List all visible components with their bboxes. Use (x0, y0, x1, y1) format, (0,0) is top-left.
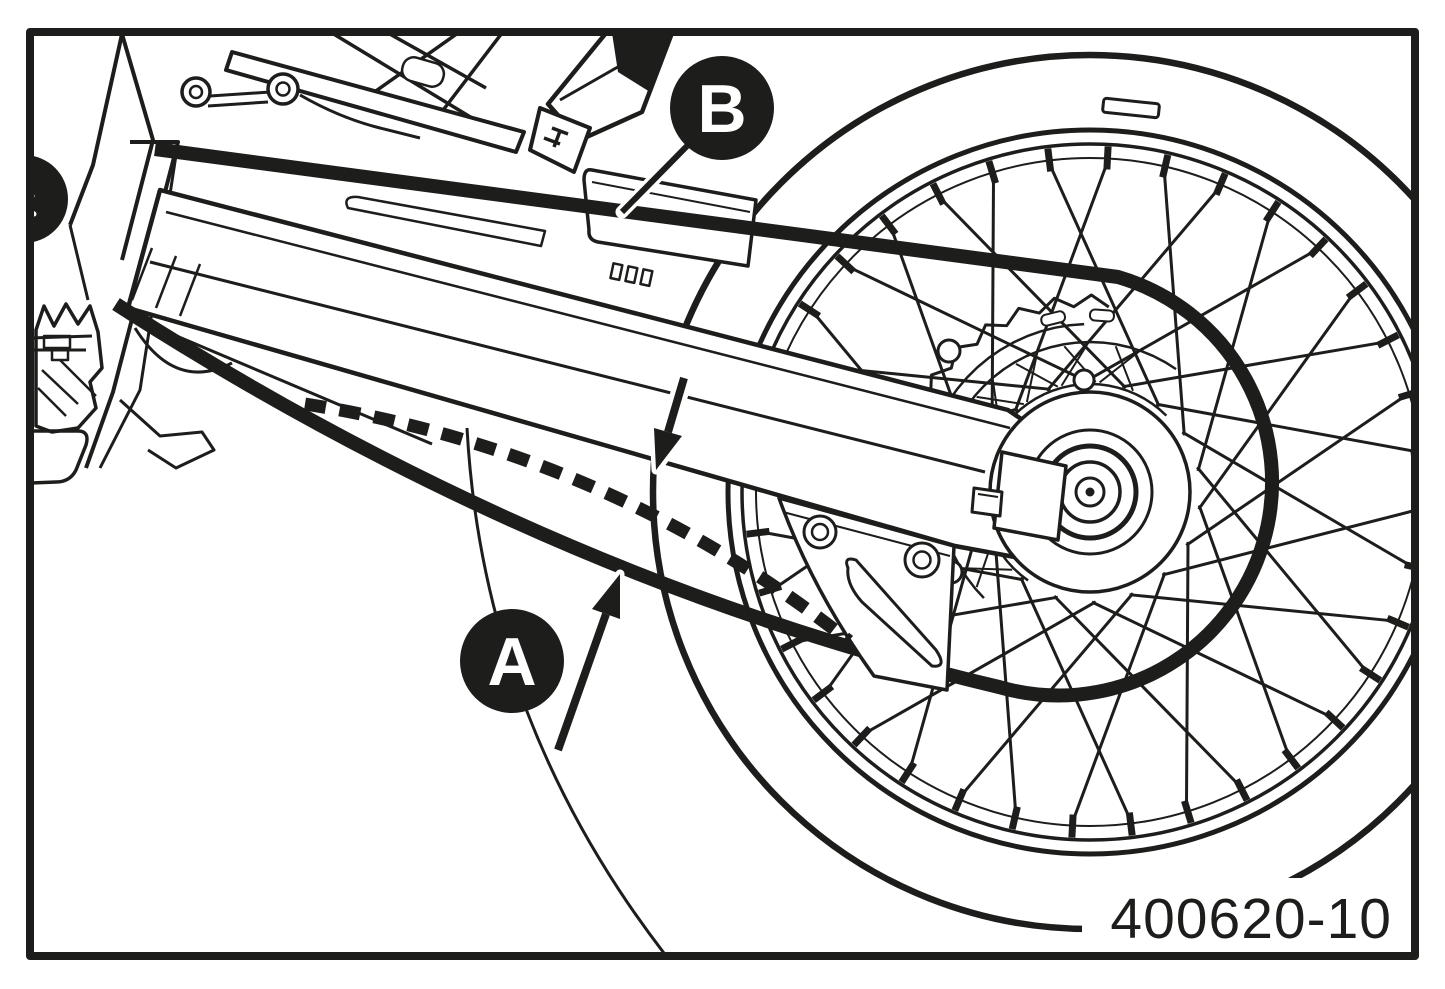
drive-chain-run (112, 142, 1279, 703)
arrow-up-shaft (554, 612, 610, 752)
callout-b-circle (670, 56, 774, 160)
figure-number-backing (1082, 878, 1398, 950)
callout-b-label: B (697, 71, 746, 147)
linkage-bolt-center (275, 81, 291, 97)
arrow-down-head (654, 428, 682, 470)
frame-tab (34, 429, 89, 485)
axle-center (1074, 476, 1106, 508)
subframe-tube (389, 36, 487, 90)
linkage-bolt (266, 72, 300, 106)
callout-b: B (615, 56, 774, 219)
linkage-bolt-center (188, 84, 204, 100)
swingarm-mid-line (149, 260, 986, 474)
measurement-arrow-up (549, 569, 625, 759)
figure-number: 400620-10 (1082, 878, 1398, 951)
adjuster-bolt (970, 486, 1004, 518)
guide-bolt-center (912, 550, 932, 570)
linkage-slot (400, 56, 446, 88)
bracket-bar (34, 334, 93, 340)
callout-a-label: A (487, 624, 536, 700)
swingarm-top-inner (165, 210, 1011, 430)
swingarm (125, 187, 1063, 561)
callout-a: A (460, 609, 564, 713)
axle-dot (1085, 487, 1095, 497)
frame-tube (62, 36, 124, 226)
link-arm (207, 90, 421, 140)
callout-a-circle (460, 609, 564, 713)
sprocket-bolt (936, 338, 962, 364)
shock-inner-line (559, 58, 631, 102)
hub-bolt (1072, 368, 1096, 392)
arrow-down-shaft (664, 376, 688, 434)
rim-lock (1101, 96, 1161, 120)
shock-upper-black (612, 36, 671, 92)
tire-inner-edge (725, 127, 1411, 857)
gusset-notch (624, 265, 639, 285)
clevis-slot (543, 126, 569, 148)
arrow-up-head (592, 574, 620, 619)
gusset-inner-line (591, 181, 751, 213)
guide-bolt-center (810, 522, 830, 542)
hatch-line (59, 359, 97, 397)
measurement-arrow-down (649, 369, 693, 475)
chain-slider-top (345, 195, 547, 248)
rim-outer (740, 142, 1411, 842)
engine-steps (118, 398, 216, 470)
gusset-notch (639, 268, 654, 288)
frame-border (26, 28, 1419, 960)
figure-number-text: 400620-10 (1110, 887, 1392, 951)
rim-inner (755, 157, 1411, 827)
sprocket-slot (1040, 310, 1067, 327)
axle-hub (970, 390, 1192, 594)
linkage-bolt (180, 76, 212, 108)
hatch-line (37, 387, 67, 417)
front-sprocket-cover (34, 156, 68, 242)
chain-slack-dashed-line (303, 397, 854, 647)
guide-cutout (845, 557, 943, 668)
chain-guide (777, 496, 956, 692)
guide-bolt (903, 541, 941, 579)
frame-tube (68, 224, 90, 301)
adjuster-bolt-line (977, 493, 999, 498)
guide-bolt (802, 514, 838, 550)
sprocket-slot (1088, 308, 1115, 323)
linkage-bar (224, 50, 526, 154)
gusset-notch (609, 262, 624, 282)
hatch-line (41, 369, 79, 405)
swingarm-front-hatch (130, 247, 202, 317)
shock-clevis (528, 106, 592, 174)
callout-b-leader (619, 143, 690, 215)
chain-adjuster-block (992, 450, 1068, 542)
